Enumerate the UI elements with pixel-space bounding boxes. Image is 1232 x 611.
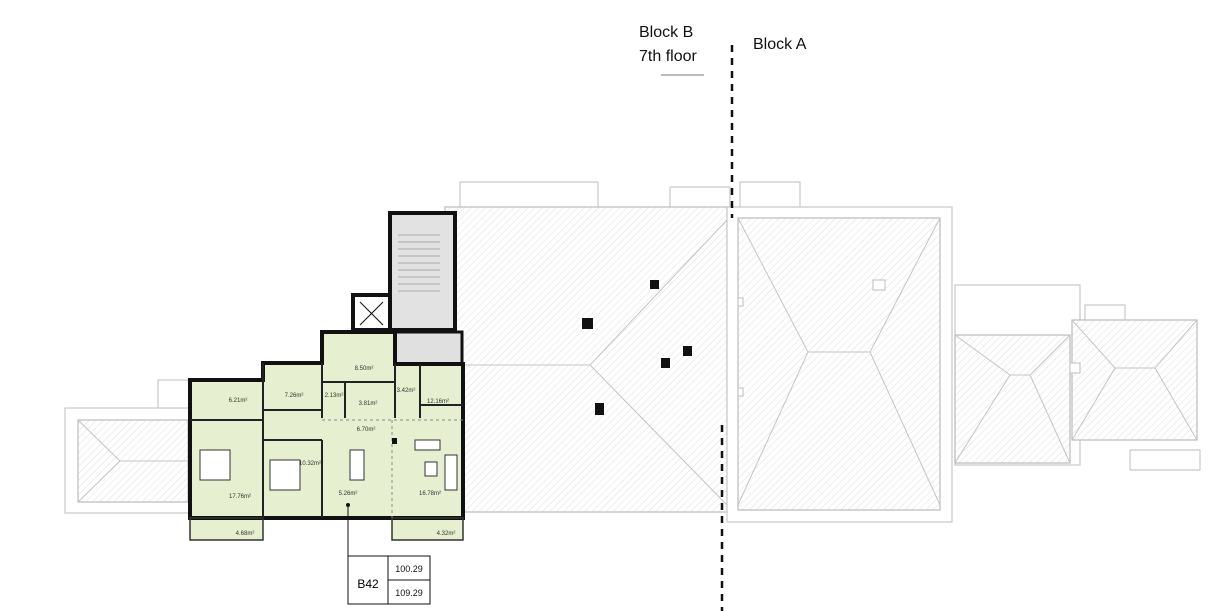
room-area: 4.68m²: [236, 531, 255, 537]
elevator: [351, 293, 392, 332]
floor-label: 7th floor: [639, 48, 697, 65]
unit-callout[interactable]: B42 100.29 109.29: [346, 503, 431, 605]
room-area: 6.21m²: [229, 398, 248, 404]
room-area: 16.78m²: [419, 491, 441, 497]
unit-area-gross: 109.29: [395, 588, 423, 598]
roof-vent: [683, 346, 692, 356]
block-b-label: Block B: [639, 24, 693, 41]
roof-vent: [661, 358, 670, 368]
room-area: 10.32m²: [299, 461, 321, 467]
roof-vent: [582, 318, 593, 329]
roof-block-b: [444, 206, 728, 513]
room-area: 2.13m²: [325, 393, 344, 399]
room-area: 12.16m²: [427, 399, 449, 405]
room-area: 3.81m²: [359, 401, 378, 407]
roof-left-wing: [64, 379, 191, 514]
roof-vent: [650, 280, 659, 289]
unit-id: B42: [357, 577, 379, 591]
unit-area-net: 100.29: [395, 564, 423, 574]
room-area: 8.50m²: [355, 366, 374, 372]
room-area: 7.26m²: [285, 393, 304, 399]
room-area: 4.32m²: [437, 531, 456, 537]
stair-core: [351, 211, 464, 366]
apartment-b42[interactable]: 6.21m² 7.26m² 8.50m² 2.13m² 3.81m² 3.42m…: [188, 330, 465, 541]
room-area: 5.26m²: [339, 491, 358, 497]
block-a-label: Block A: [753, 36, 807, 53]
room-area: 17.76m²: [229, 494, 251, 500]
room-area: 3.42m²: [397, 388, 416, 394]
roof-block-a: [726, 206, 1198, 523]
room-area: 6.70m²: [357, 427, 376, 433]
roof-vent: [595, 403, 604, 415]
